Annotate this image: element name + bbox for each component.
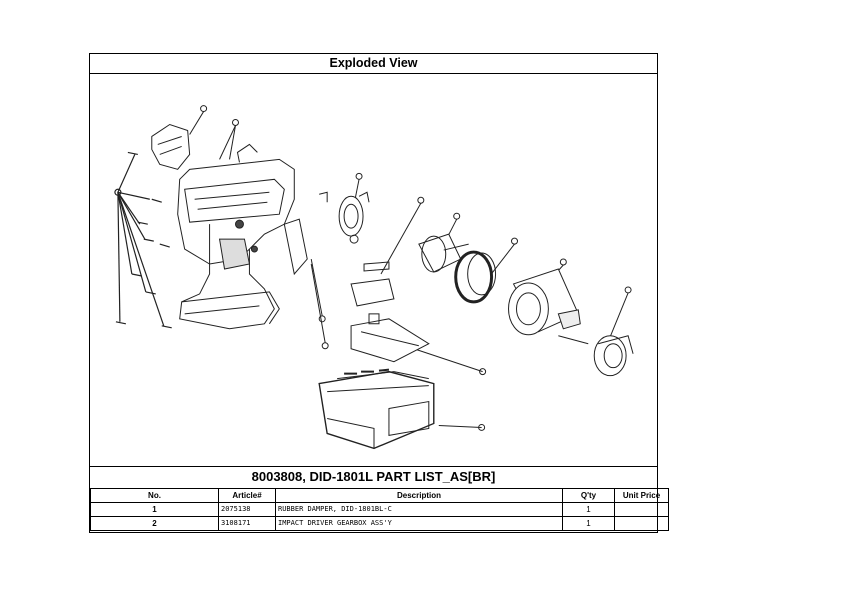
table-row: 2 3108171 IMPACT DRIVER GEARBOX ASS'Y 1 [90, 516, 669, 531]
table-row: 1 2075138 RUBBER DAMPER, DID-1801BL-C 1 [90, 502, 669, 517]
row-article: 2075138 [218, 502, 276, 517]
row-unit-price [614, 516, 669, 531]
parts-table: No. Article# Description Q'ty Unit Price… [90, 488, 669, 531]
row-description: RUBBER DAMPER, DID-1801BL-C [275, 502, 563, 517]
row-no: 1 [90, 502, 219, 517]
rear-cover [151, 123, 191, 170]
row-description: IMPACT DRIVER GEARBOX ASS'Y [275, 516, 563, 531]
exploded-view-drawing [90, 74, 657, 466]
col-no-header: No. [90, 488, 219, 503]
col-article-header: Article# [218, 488, 276, 503]
row-qty: 1 [562, 502, 615, 517]
exploded-view-title: Exploded View [90, 54, 657, 74]
col-unit-price-header: Unit Price [614, 488, 669, 503]
motor-stator [454, 250, 497, 304]
row-no: 2 [90, 516, 219, 531]
fan-switch-parts [283, 191, 430, 363]
row-unit-price [614, 502, 669, 517]
row-qty: 1 [562, 516, 615, 531]
battery-pack [318, 368, 435, 450]
col-description-header: Description [275, 488, 563, 503]
housing-half-left [177, 143, 295, 330]
screw-set [114, 151, 172, 329]
gearbox-assembly [508, 268, 589, 345]
parts-table-header: No. Article# Description Q'ty Unit Price [90, 488, 669, 503]
motor-rotor [418, 233, 469, 273]
front-cap [593, 335, 634, 377]
row-article: 3108171 [218, 516, 276, 531]
col-qty-header: Q'ty [562, 488, 615, 503]
parts-sheet: Exploded View [89, 53, 669, 533]
parts-list-title: 8003808, DID-1801L PART LIST_AS[BR] [90, 466, 657, 488]
